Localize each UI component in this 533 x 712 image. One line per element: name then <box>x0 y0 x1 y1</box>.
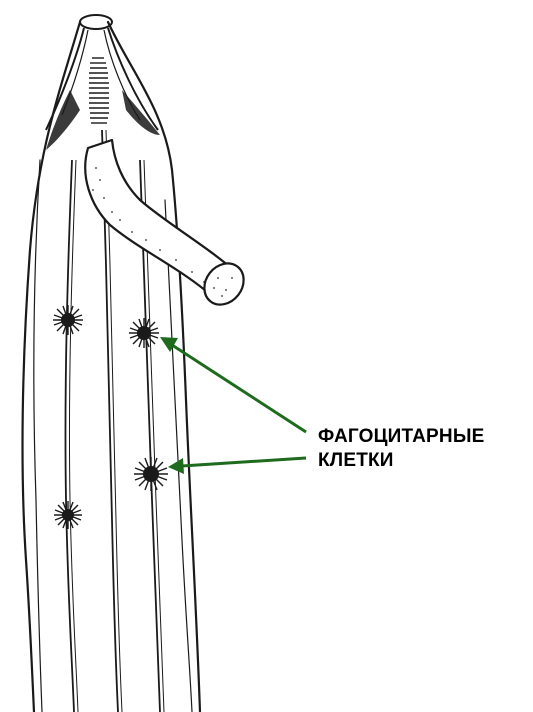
callout-arrows <box>160 337 306 474</box>
callout-label: ФАГОЦИТАРНЫЕ КЛЕТКИ <box>318 425 485 473</box>
arrow-upper <box>172 345 306 432</box>
phagocytic-cell <box>134 457 168 491</box>
arrow-lower-head <box>168 458 184 474</box>
arrow-upper-head <box>160 337 178 352</box>
phagocytic-cell <box>53 305 83 335</box>
callout-label-line2: КЛЕТКИ <box>318 449 485 473</box>
phagocytic-cell <box>54 501 82 529</box>
phagocytic-cell <box>129 318 159 348</box>
callout-label-line1: ФАГОЦИТАРНЫЕ <box>318 425 485 449</box>
arrow-lower <box>182 458 306 466</box>
pharynx-striations <box>89 58 109 123</box>
